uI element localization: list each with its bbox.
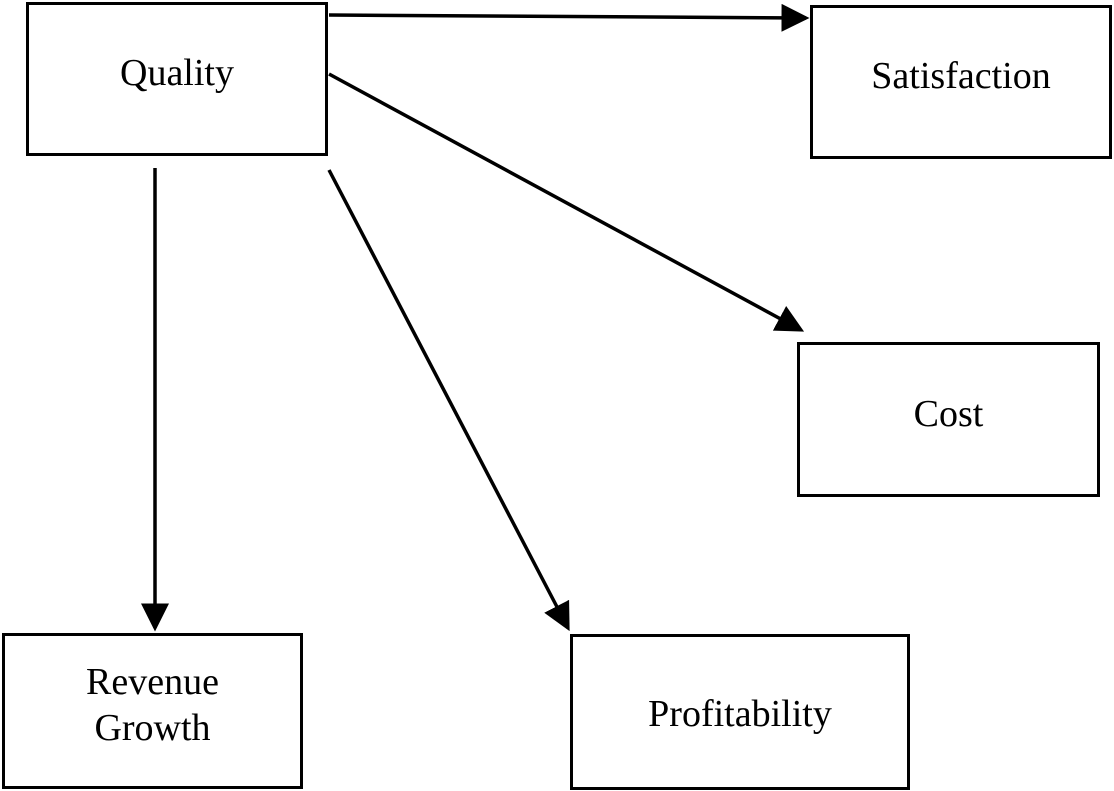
arrow-quality-to-satisfaction: [328, 3, 810, 32]
arrow-quality-to-cost: [328, 72, 805, 332]
node-cost: Cost: [797, 342, 1100, 497]
node-satisfaction-label: Satisfaction: [871, 55, 1051, 97]
node-profitability: Profitability: [570, 634, 910, 790]
arrow-quality-to-profitability: [327, 169, 570, 632]
node-quality-label: Quality: [120, 52, 234, 94]
node-quality: Quality: [26, 2, 328, 156]
node-revenue-growth-label-line-2: Growth: [94, 707, 211, 749]
node-revenue-growth-label-line-1: Revenue: [86, 661, 219, 703]
node-cost-label: Cost: [913, 392, 984, 435]
node-revenue-growth: Revenue Growth: [2, 633, 303, 789]
node-profitability-label: Profitability: [648, 693, 832, 735]
node-satisfaction: Satisfaction: [810, 5, 1112, 159]
